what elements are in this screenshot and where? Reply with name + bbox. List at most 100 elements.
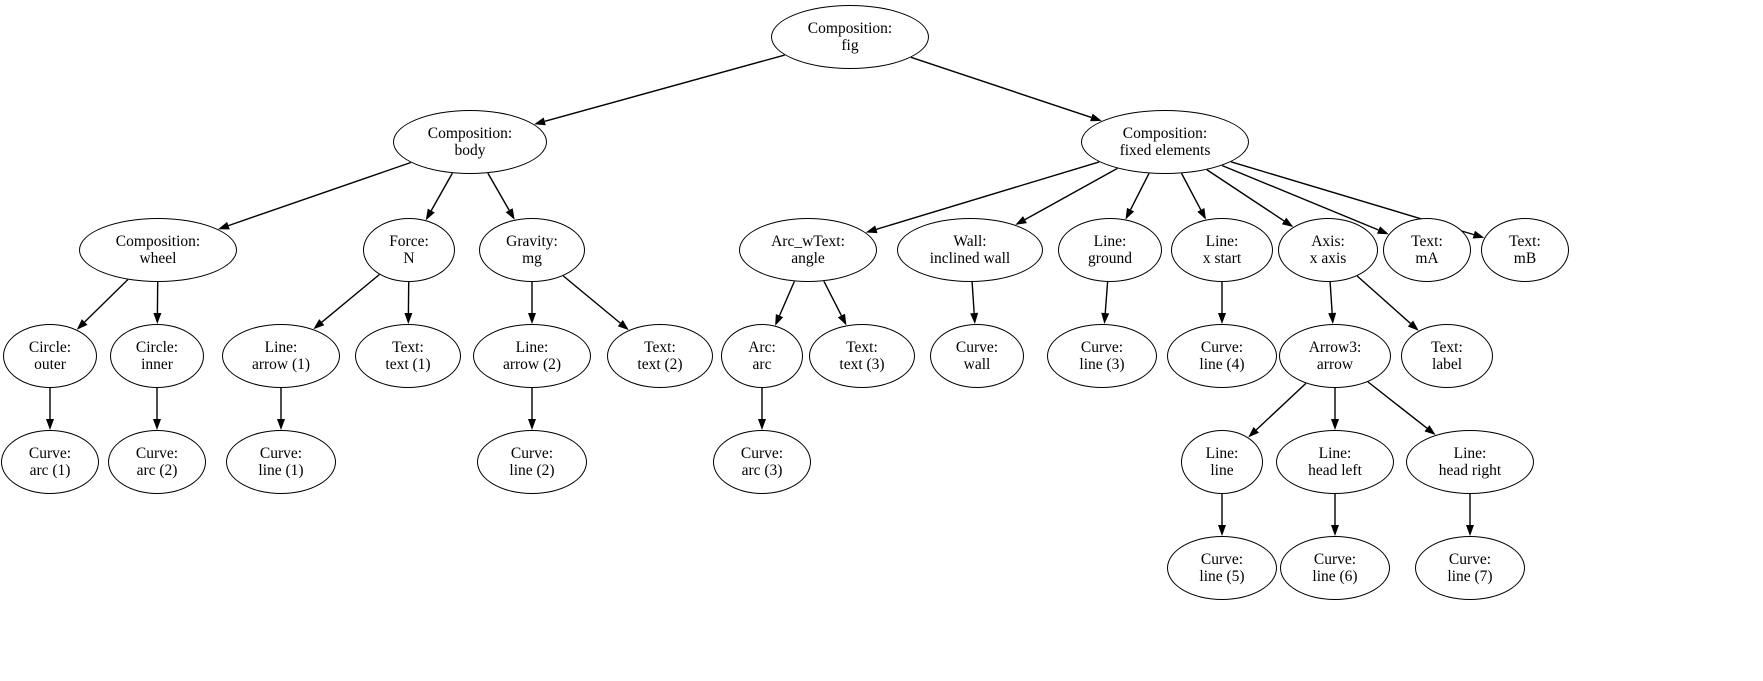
graph-node-circouter[interactable]: Circle:outer <box>3 324 97 388</box>
graph-node-curveline2[interactable]: Curve:line (2) <box>477 430 587 494</box>
node-type-label: Circle: <box>135 338 179 356</box>
node-type-label: Text: <box>1431 338 1463 356</box>
node-type-label: Text: <box>846 338 878 356</box>
graph-node-gravity[interactable]: Gravity:mg <box>479 218 585 282</box>
node-type-label: Composition: <box>115 232 201 250</box>
graph-node-texttext3[interactable]: Text:text (3) <box>809 324 915 388</box>
node-name-label: mB <box>1513 250 1537 267</box>
node-type-label: Circle: <box>28 338 72 356</box>
node-type-label: Text: <box>1509 232 1541 250</box>
node-name-label: inner <box>141 356 173 373</box>
node-name-label: ground <box>1088 250 1132 267</box>
node-name-label: inclined wall <box>929 250 1011 267</box>
node-name-label: x axis <box>1309 250 1347 267</box>
node-type-label: Curve: <box>1313 550 1357 568</box>
graph-node-curvearc2[interactable]: Curve:arc (2) <box>108 430 206 494</box>
node-name-label: head left <box>1308 462 1362 479</box>
node-type-label: Line: <box>1093 232 1127 250</box>
node-type-label: Force: <box>389 232 429 250</box>
node-name-label: line (1) <box>258 462 304 479</box>
node-name-label: outer <box>34 356 66 373</box>
node-type-label: Line: <box>264 338 298 356</box>
node-type-label: Curve: <box>135 444 179 462</box>
graph-node-textmA[interactable]: Text:mA <box>1383 218 1471 282</box>
graph-node-wall[interactable]: Wall:inclined wall <box>897 218 1043 282</box>
node-type-label: Arc: <box>748 338 776 356</box>
node-name-label: mg <box>522 250 542 267</box>
graph-node-fig[interactable]: Composition:fig <box>771 5 929 69</box>
node-name-label: x start <box>1202 250 1242 267</box>
node-type-label: Axis: <box>1311 232 1345 250</box>
node-type-label: Line: <box>1318 444 1352 462</box>
graph-node-linearrow1[interactable]: Line:arrow (1) <box>222 324 340 388</box>
node-type-label: Line: <box>1205 232 1239 250</box>
node-name-label: text (3) <box>839 356 885 373</box>
node-name-label: N <box>403 250 415 267</box>
node-type-label: Wall: <box>953 232 987 250</box>
node-name-label: arc (1) <box>29 462 71 479</box>
graph-node-lineline[interactable]: Line:line <box>1181 430 1263 494</box>
graph-node-texttext1[interactable]: Text:text (1) <box>355 324 461 388</box>
node-type-label: Curve: <box>28 444 72 462</box>
graph-node-lineheadright[interactable]: Line:head right <box>1406 430 1534 494</box>
graph-node-body[interactable]: Composition:body <box>393 110 547 174</box>
graph-node-wheel[interactable]: Composition:wheel <box>79 218 237 282</box>
graph-node-textlabel[interactable]: Text:label <box>1401 324 1493 388</box>
graph-node-curvearc3[interactable]: Curve:arc (3) <box>713 430 811 494</box>
node-name-label: body <box>454 142 486 159</box>
node-name-label: head right <box>1438 462 1502 479</box>
node-type-label: Curve: <box>1080 338 1124 356</box>
graph-node-xstart[interactable]: Line:x start <box>1171 218 1273 282</box>
node-name-label: fixed elements <box>1119 142 1211 159</box>
graph-node-curveline7[interactable]: Curve:line (7) <box>1415 536 1525 600</box>
node-name-label: line (4) <box>1199 356 1245 373</box>
node-name-label: line (3) <box>1079 356 1125 373</box>
node-name-label: fig <box>841 37 859 54</box>
node-type-label: Curve: <box>510 444 554 462</box>
graph-node-curveline6[interactable]: Curve:line (6) <box>1280 536 1390 600</box>
node-name-label: arc (3) <box>741 462 783 479</box>
node-name-label: line (5) <box>1199 568 1245 585</box>
node-name-label: arc <box>752 356 772 373</box>
graph-node-arrow3[interactable]: Arrow3:arrow <box>1279 324 1391 388</box>
graph-node-lineheadleft[interactable]: Line:head left <box>1276 430 1394 494</box>
node-type-label: Curve: <box>1200 338 1244 356</box>
node-type-label: Gravity: <box>506 232 558 250</box>
graph-node-texttext2[interactable]: Text:text (2) <box>607 324 713 388</box>
graph-node-arcwtext[interactable]: Arc_wText:angle <box>739 218 877 282</box>
graph-node-curveline3[interactable]: Curve:line (3) <box>1047 324 1157 388</box>
graph-node-arcarc[interactable]: Arc:arc <box>721 324 803 388</box>
graph-node-curveline4[interactable]: Curve:line (4) <box>1167 324 1277 388</box>
node-type-label: Arrow3: <box>1308 338 1362 356</box>
node-name-label: wheel <box>139 250 177 267</box>
node-type-label: Curve: <box>1448 550 1492 568</box>
node-type-label: Line: <box>515 338 549 356</box>
graph-node-ground[interactable]: Line:ground <box>1058 218 1162 282</box>
node-type-label: Curve: <box>259 444 303 462</box>
graph-node-curvearc1[interactable]: Curve:arc (1) <box>1 430 99 494</box>
graph-node-xaxis[interactable]: Axis:x axis <box>1278 218 1378 282</box>
graph-node-fixed[interactable]: Composition:fixed elements <box>1081 110 1249 174</box>
graph-node-curvewall[interactable]: Curve:wall <box>930 324 1024 388</box>
node-name-label: line (6) <box>1312 568 1358 585</box>
node-name-label: wall <box>963 356 991 373</box>
node-type-label: Line: <box>1205 444 1239 462</box>
node-type-label: Curve: <box>740 444 784 462</box>
node-type-label: Text: <box>1411 232 1443 250</box>
node-name-label: text (1) <box>385 356 431 373</box>
node-type-label: Curve: <box>955 338 999 356</box>
graph-node-curveline1[interactable]: Curve:line (1) <box>226 430 336 494</box>
node-name-label: label <box>1431 356 1463 373</box>
node-name-label: arrow (2) <box>502 356 562 373</box>
graph-node-linearrow2[interactable]: Line:arrow (2) <box>473 324 591 388</box>
graph-node-circinner[interactable]: Circle:inner <box>110 324 204 388</box>
node-type-label: Curve: <box>1200 550 1244 568</box>
node-type-label: Line: <box>1453 444 1487 462</box>
graph-node-textmB[interactable]: Text:mB <box>1481 218 1569 282</box>
node-name-label: line (7) <box>1447 568 1493 585</box>
graph-node-curveline5[interactable]: Curve:line (5) <box>1167 536 1277 600</box>
node-name-label: line (2) <box>509 462 555 479</box>
graph-node-forceN[interactable]: Force:N <box>363 218 455 282</box>
